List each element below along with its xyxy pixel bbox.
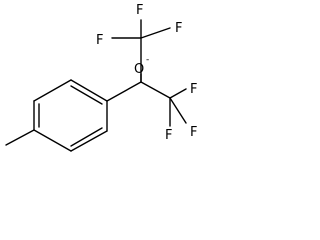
bond-ring-to-center — [106, 81, 142, 102]
bond-cf3-upper-f-right — [140, 27, 171, 39]
oxygen-charge-label: - — [146, 55, 149, 65]
fluorine-top-right-label: F — [175, 21, 182, 36]
bond-cf3-lower-f-upper — [169, 88, 187, 99]
fluorine-bottom-right-lower-label: F — [190, 125, 197, 140]
fluorine-bottom-right-upper-label: F — [190, 82, 197, 97]
atom-labels: F F F O - F F F — [96, 3, 197, 143]
chemical-structure: F F F O - F F F — [5, 3, 197, 152]
bonds — [5, 19, 187, 152]
bond-methyl — [5, 129, 35, 146]
bond-ring-5 — [70, 130, 108, 152]
bond-center-to-cf3-lower — [140, 81, 171, 99]
fluorine-bottom-mid-label: F — [165, 128, 172, 143]
bond-ring-3-inner — [70, 85, 103, 105]
bond-cf3-lower-f-lower — [169, 97, 187, 124]
oxygen-label: O — [134, 62, 144, 77]
bond-ring-3 — [70, 79, 108, 102]
bond-ring-2 — [33, 79, 72, 102]
bond-ring-5-inner — [70, 127, 103, 147]
fluorine-top-mid-label: F — [136, 3, 143, 18]
fluorine-top-left-label: F — [96, 33, 103, 48]
bond-ring-6 — [33, 129, 72, 152]
